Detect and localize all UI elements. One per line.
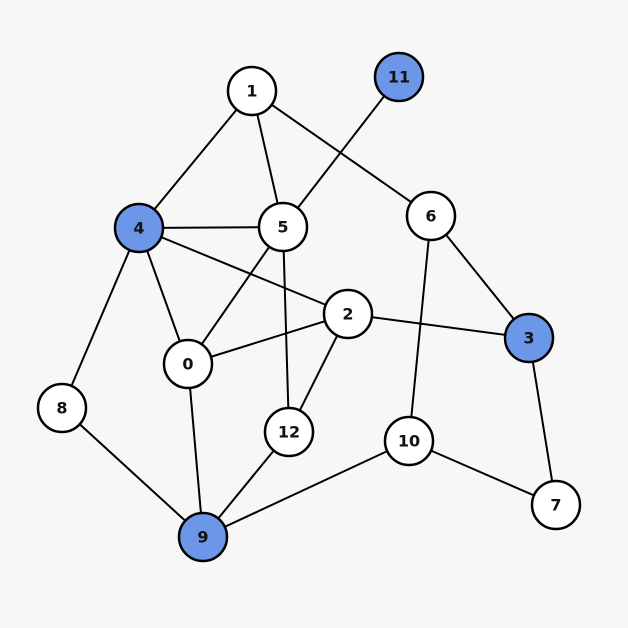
edge-3-6 bbox=[430, 215, 530, 339]
edge-5-12 bbox=[282, 226, 290, 433]
edge-0-2 bbox=[187, 313, 349, 365]
node-circle[interactable] bbox=[383, 415, 435, 467]
graph-node-9[interactable]: 9 bbox=[177, 511, 229, 563]
node-circle-highlighted[interactable] bbox=[113, 202, 165, 254]
node-circle[interactable] bbox=[162, 338, 214, 390]
edge-1-4 bbox=[138, 90, 253, 229]
graph-node-0[interactable]: 0 bbox=[162, 338, 214, 390]
node-circle[interactable] bbox=[257, 201, 309, 253]
graph-node-2[interactable]: 2 bbox=[322, 288, 374, 340]
edge-2-3 bbox=[347, 313, 530, 339]
graph-node-12[interactable]: 12 bbox=[263, 406, 315, 458]
node-circle-highlighted[interactable] bbox=[503, 312, 555, 364]
node-circle[interactable] bbox=[263, 406, 315, 458]
edge-3-7 bbox=[528, 337, 557, 506]
edge-4-8 bbox=[61, 227, 140, 409]
edge-9-10 bbox=[202, 440, 410, 538]
graph-node-8[interactable]: 8 bbox=[36, 382, 88, 434]
edge-7-10 bbox=[408, 440, 557, 506]
node-circle[interactable] bbox=[226, 65, 278, 117]
graph-node-7[interactable]: 7 bbox=[530, 479, 582, 531]
edge-5-11 bbox=[282, 76, 400, 228]
edge-1-6 bbox=[251, 90, 432, 217]
graph-node-10[interactable]: 10 bbox=[383, 415, 435, 467]
graph-node-5[interactable]: 5 bbox=[257, 201, 309, 253]
node-circle[interactable] bbox=[405, 190, 457, 242]
node-circle-highlighted[interactable] bbox=[177, 511, 229, 563]
graph-node-1[interactable]: 1 bbox=[226, 65, 278, 117]
edge-8-9 bbox=[61, 407, 204, 538]
node-circle[interactable] bbox=[36, 382, 88, 434]
edge-6-10 bbox=[408, 215, 432, 442]
node-circle-highlighted[interactable] bbox=[373, 51, 425, 103]
edge-2-4 bbox=[138, 227, 349, 315]
graph-node-4[interactable]: 4 bbox=[113, 202, 165, 254]
edge-0-9 bbox=[187, 363, 204, 538]
graph-node-3[interactable]: 3 bbox=[503, 312, 555, 364]
node-circle[interactable] bbox=[530, 479, 582, 531]
node-circle[interactable] bbox=[322, 288, 374, 340]
edge-0-5 bbox=[187, 226, 284, 365]
graph-node-6[interactable]: 6 bbox=[405, 190, 457, 242]
graph-node-11[interactable]: 11 bbox=[373, 51, 425, 103]
